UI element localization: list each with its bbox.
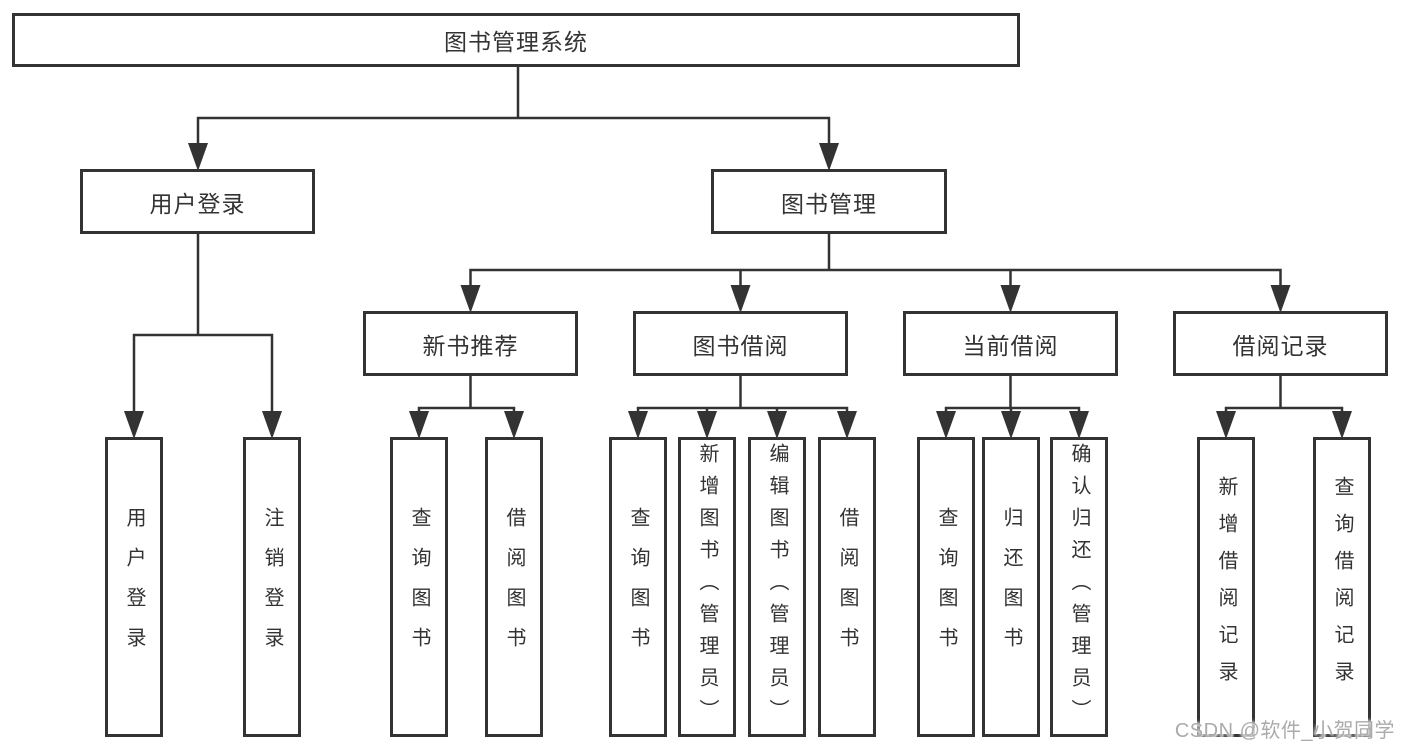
node-book-management-branch: 图书管理	[711, 169, 947, 234]
leaf-add-borrow-record: 新增借阅记录	[1197, 437, 1255, 737]
leaf-label: 借阅图书	[836, 507, 858, 667]
node-new-book-recommend: 新书推荐	[363, 311, 578, 376]
leaf-borrow-books: 借阅图书	[818, 437, 876, 737]
node-label: 图书管理	[781, 190, 877, 217]
node-label: 新书推荐	[422, 332, 519, 359]
node-label: 用户登录	[149, 190, 246, 217]
leaf-label: 查询图书	[935, 507, 957, 667]
node-label: 图书借阅	[692, 332, 789, 359]
leaf-user-login: 用户登录	[105, 437, 163, 737]
node-user-login-branch: 用户登录	[80, 169, 315, 234]
arrowheads	[124, 143, 1352, 439]
node-borrowing-records: 借阅记录	[1173, 311, 1388, 376]
leaf-edit-books-admin: 编辑图书（管理员）	[748, 437, 806, 737]
leaf-label: 查询图书	[408, 507, 430, 667]
node-label: 当前借阅	[962, 332, 1059, 359]
leaf-label: 新增图书（管理员）	[696, 443, 718, 731]
leaf-borrow-books: 借阅图书	[485, 437, 543, 737]
leaf-query-books: 查询图书	[609, 437, 667, 737]
node-label: 借阅记录	[1232, 332, 1329, 359]
leaf-label: 新增借阅记录	[1215, 476, 1237, 698]
node-book-borrowing: 图书借阅	[633, 311, 848, 376]
node-root-label: 图书管理系统	[444, 29, 588, 55]
leaf-query-books: 查询图书	[390, 437, 448, 737]
leaf-label: 编辑图书（管理员）	[766, 443, 788, 731]
node-root: 图书管理系统	[12, 13, 1020, 67]
leaf-query-borrow-record: 查询借阅记录	[1313, 437, 1371, 737]
watermark: CSDN @软件_小贺同学	[1174, 720, 1395, 742]
leaf-query-books: 查询图书	[917, 437, 975, 737]
leaf-label: 借阅图书	[503, 507, 525, 667]
leaf-label: 查询借阅记录	[1331, 476, 1353, 698]
leaf-label: 归还图书	[1000, 507, 1022, 667]
leaf-add-books-admin: 新增图书（管理员）	[678, 437, 736, 737]
connector-lines	[132, 67, 1344, 413]
leaf-label: 用户登录	[123, 507, 145, 667]
leaf-confirm-return-admin: 确认归还（管理员）	[1050, 437, 1108, 737]
leaf-label: 查询图书	[627, 507, 649, 667]
node-current-borrowing: 当前借阅	[903, 311, 1118, 376]
leaf-label: 注销登录	[261, 507, 283, 667]
leaf-logout: 注销登录	[243, 437, 301, 737]
leaf-return-books: 归还图书	[982, 437, 1040, 737]
leaf-label: 确认归还（管理员）	[1068, 443, 1090, 731]
